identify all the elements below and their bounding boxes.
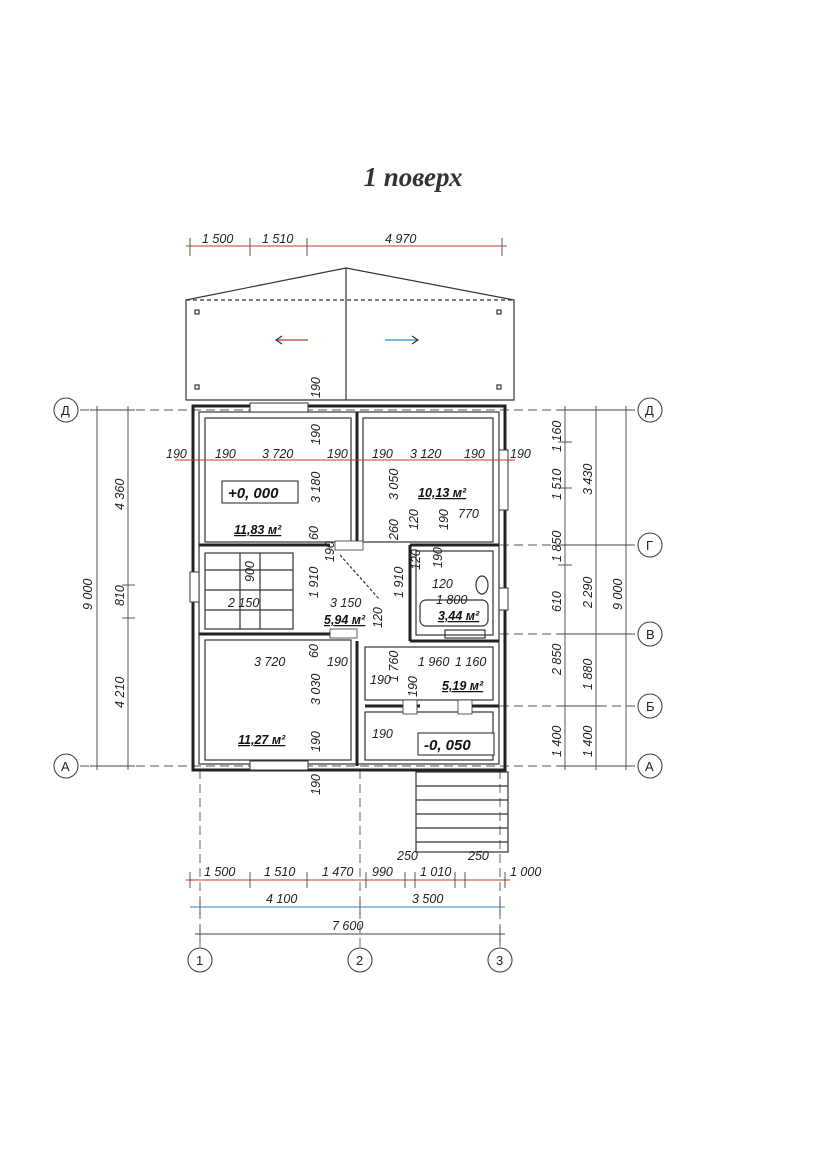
- room-2-area: 10,13 м²: [418, 486, 467, 500]
- right-dim-4: 610: [550, 591, 564, 612]
- idim-v30: 190: [309, 377, 323, 398]
- right-dim-3: 1 850: [550, 531, 564, 562]
- right-dim-2: 1 510: [550, 469, 564, 500]
- idim-v10: 1 910: [307, 567, 321, 598]
- idim-v26: 190: [372, 727, 393, 741]
- idim-c: 3 720: [262, 447, 293, 461]
- idim-v24: 190: [370, 673, 391, 687]
- idim-v22: 1 960: [418, 655, 449, 669]
- axis-right-4: Б: [646, 699, 655, 714]
- idim-v14: 3 150: [330, 596, 361, 610]
- idim-v16: 190: [431, 547, 445, 568]
- axis-right-1: Д: [645, 403, 654, 418]
- bot-dim-6: 1 000: [510, 865, 541, 879]
- idim-v23: 1 160: [455, 655, 486, 669]
- idim-v4: 120: [407, 509, 421, 530]
- walls: [189, 402, 509, 853]
- idim-v31: 120: [371, 607, 385, 628]
- idim-v9: 900: [243, 561, 257, 582]
- hall-area: 5,94 м²: [324, 613, 366, 627]
- left-dim-1: 4 360: [113, 479, 127, 510]
- idim-v7: 60: [307, 526, 321, 540]
- idim-h: 190: [510, 447, 531, 461]
- idim-b: 190: [215, 447, 236, 461]
- idim-v8: 190: [323, 541, 337, 562]
- idim-v1: 3 180: [309, 472, 323, 503]
- axis-col-3: 3: [496, 953, 503, 968]
- idim-v6: 770: [458, 507, 479, 521]
- left-dimension-chain: 9 000 4 360 810 4 210: [81, 406, 135, 770]
- room-1-area: 11,83 м²: [234, 523, 282, 537]
- right-dimension-chain: 1 160 1 510 1 850 610 2 850 1 400 3 430 …: [550, 406, 632, 770]
- axis-right-2: Г: [646, 538, 653, 553]
- axis-col-1: 1: [196, 953, 203, 968]
- top-dim-3: 4 970: [385, 232, 416, 246]
- bot-small-1: 250: [396, 849, 418, 863]
- axis-bubbles: Д А Д Г В Б А 1 2 3: [53, 397, 663, 973]
- level-top: +0, 000: [228, 485, 279, 502]
- right-dim-5: 2 850: [550, 644, 564, 676]
- idim-g: 190: [464, 447, 485, 461]
- idim-v3: 260: [387, 519, 401, 541]
- idim-v19: 3 720: [254, 655, 285, 669]
- bot-small-2: 250: [467, 849, 489, 863]
- bot-row3: 7 600: [332, 919, 363, 933]
- bot-dim-4: 990: [372, 865, 393, 879]
- bot-row2-2: 3 500: [412, 892, 443, 906]
- idim-v13: 2 150: [227, 596, 259, 610]
- canopy: [185, 267, 515, 401]
- room-labels: +0, 000 11,83 м² 10,13 м² 5,94 м² 3,44 м…: [221, 480, 495, 756]
- level-bottom: -0, 050: [424, 737, 471, 754]
- left-dim-outer: 9 000: [81, 579, 95, 610]
- bottom-dimension-chain: 1 500 1 510 1 470 990 1 010 1 000 250 25…: [186, 849, 541, 942]
- axis-right-3: В: [646, 627, 655, 642]
- idim-v20: 190: [327, 655, 348, 669]
- idim-v32: 190: [309, 424, 323, 445]
- idim-v29: 190: [309, 774, 323, 795]
- bot-dim-3: 1 470: [322, 865, 353, 879]
- right-dim-6: 1 400: [550, 726, 564, 757]
- left-dim-2: 810: [113, 585, 127, 606]
- idim-v27: 3 030: [309, 674, 323, 705]
- axis-left-1: Д: [61, 403, 70, 418]
- axis-col-2: 2: [356, 953, 363, 968]
- idim-v12: 120: [409, 549, 423, 570]
- idim-v17: 120: [432, 577, 453, 591]
- top-dim-1: 1 500: [202, 232, 233, 246]
- top-dim-2: 1 510: [262, 232, 293, 246]
- lobby-area: 5,19 м²: [442, 679, 484, 693]
- top-dimension-chain: 1 500 1 510 4 970: [186, 232, 507, 256]
- right-mid-3: 1 880: [581, 659, 595, 690]
- drawing-title: 1 поверх: [363, 162, 463, 192]
- right-dim-1: 1 160: [550, 421, 564, 452]
- room-3-area: 11,27 м²: [238, 733, 286, 747]
- idim-v21: 1 760: [387, 651, 401, 682]
- idim-v28: 190: [309, 731, 323, 752]
- idim-a: 190: [166, 447, 187, 461]
- bot-row2-1: 4 100: [266, 892, 297, 906]
- idim-v5: 190: [437, 509, 451, 530]
- axis-right-5: А: [645, 759, 654, 774]
- idim-v18: 60: [307, 644, 321, 658]
- idim-v25: 190: [406, 676, 420, 697]
- right-mid-2: 2 290: [581, 577, 595, 609]
- right-mid-4: 1 400: [581, 726, 595, 757]
- axis-left-2: А: [61, 759, 70, 774]
- right-dim-outer: 9 000: [611, 579, 625, 610]
- bot-dim-5: 1 010: [420, 865, 451, 879]
- idim-e: 190: [372, 447, 393, 461]
- right-mid-1: 3 430: [581, 464, 595, 495]
- idim-d: 190: [327, 447, 348, 461]
- interior-dimensions: 190 190 3 720 190 190 3 120 190 190 3 18…: [166, 377, 531, 795]
- idim-v2: 3 050: [387, 469, 401, 500]
- idim-f: 3 120: [410, 447, 441, 461]
- bot-dim-1: 1 500: [204, 865, 235, 879]
- left-dim-3: 4 210: [113, 677, 127, 708]
- bath-area: 3,44 м²: [438, 609, 480, 623]
- bot-dim-2: 1 510: [264, 865, 295, 879]
- idim-v15: 1 800: [436, 593, 467, 607]
- idim-v11: 1 910: [392, 567, 406, 598]
